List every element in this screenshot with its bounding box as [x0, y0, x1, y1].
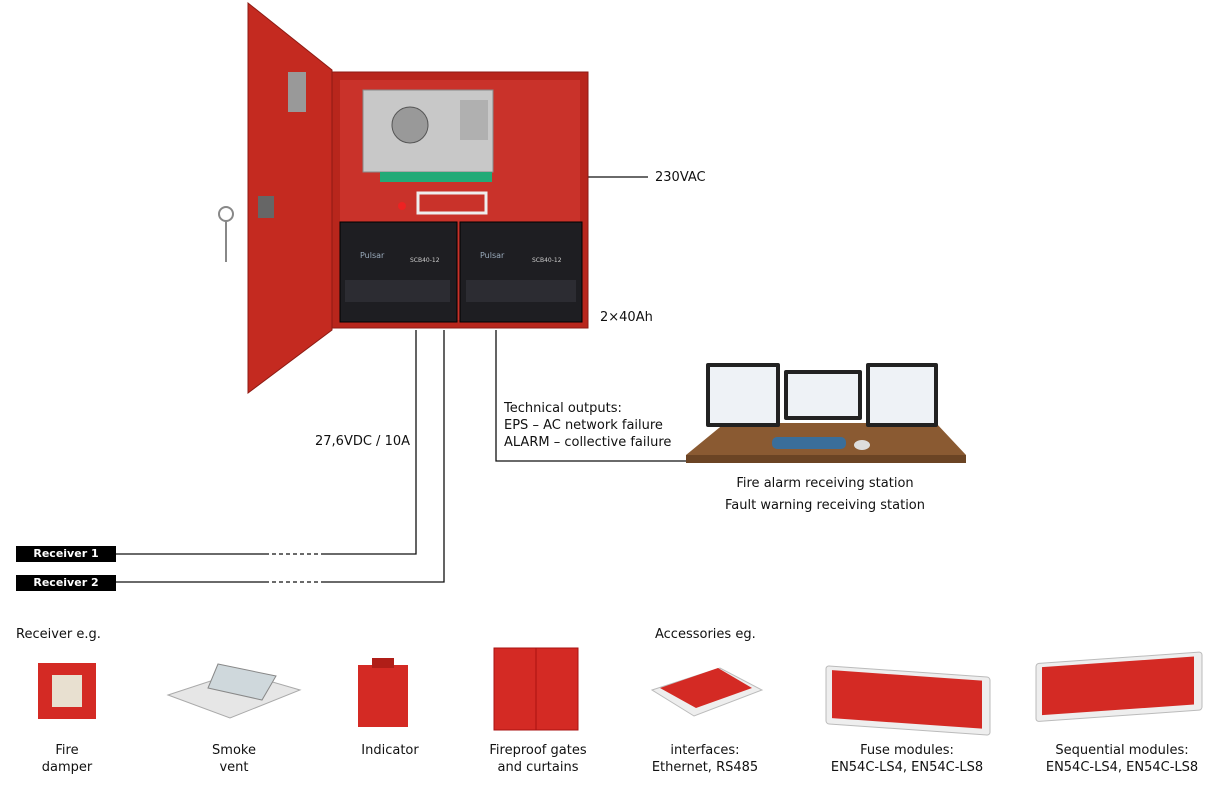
- ac-input-label: 230VAC: [655, 170, 706, 185]
- battery-model: SCB40-12: [410, 257, 440, 264]
- accessory-caption-interfaces: interfaces:Ethernet, RS485: [651, 743, 759, 775]
- wiring: [116, 176, 690, 583]
- batteries: Pulsar Pulsar SCB40-12 SCB40-12: [339, 221, 583, 323]
- receiver-2-label: Receiver 2: [16, 575, 116, 591]
- svg-text:SCB40-12: SCB40-12: [532, 257, 562, 264]
- power-supply-cabinet: [218, 1, 589, 394]
- receiving-station-illustration: [686, 363, 966, 463]
- battery-brand: Pulsar: [360, 251, 385, 260]
- tech-outputs-title: Technical outputs:: [504, 401, 622, 416]
- keyboard-icon: [772, 437, 846, 449]
- cabinet-door: [247, 1, 333, 394]
- door-lock: [288, 72, 306, 112]
- battery-label: 2×40Ah: [600, 310, 653, 325]
- lock-icon: [258, 196, 274, 218]
- output-label: 27,6VDC / 10A: [315, 434, 411, 449]
- station-label-2: Fault warning receiving station: [724, 498, 926, 513]
- fan-icon: [391, 106, 429, 144]
- accessory-caption-fuse-modules: Fuse modules:EN54C-LS4, EN54C-LS8: [830, 743, 984, 775]
- indicator-image: [358, 665, 408, 727]
- receiver-caption-indicator: Indicator: [361, 743, 419, 758]
- accessories-heading: Accessories eg.: [655, 627, 756, 642]
- tech-output-eps: EPS – AC network failure: [504, 418, 663, 433]
- svg-text:Pulsar: Pulsar: [480, 251, 505, 260]
- receiver-2-wire: [322, 330, 445, 583]
- receiver-1-wire: [322, 330, 417, 555]
- accessory-caption-sequential-modules: Sequential modules:EN54C-LS4, EN54C-LS8: [1045, 743, 1199, 775]
- accessory-images: [650, 651, 1203, 736]
- receiver-1-label: Receiver 1: [16, 546, 116, 562]
- station-label-1: Fire alarm receiving station: [736, 476, 914, 491]
- receiver-images: [38, 647, 579, 731]
- receivers-heading: Receiver e.g.: [16, 627, 101, 642]
- key-icon: [218, 206, 234, 222]
- mouse-icon: [854, 440, 870, 450]
- technical-outputs-wire: [495, 330, 690, 462]
- tech-output-alarm: ALARM – collective failure: [504, 435, 672, 450]
